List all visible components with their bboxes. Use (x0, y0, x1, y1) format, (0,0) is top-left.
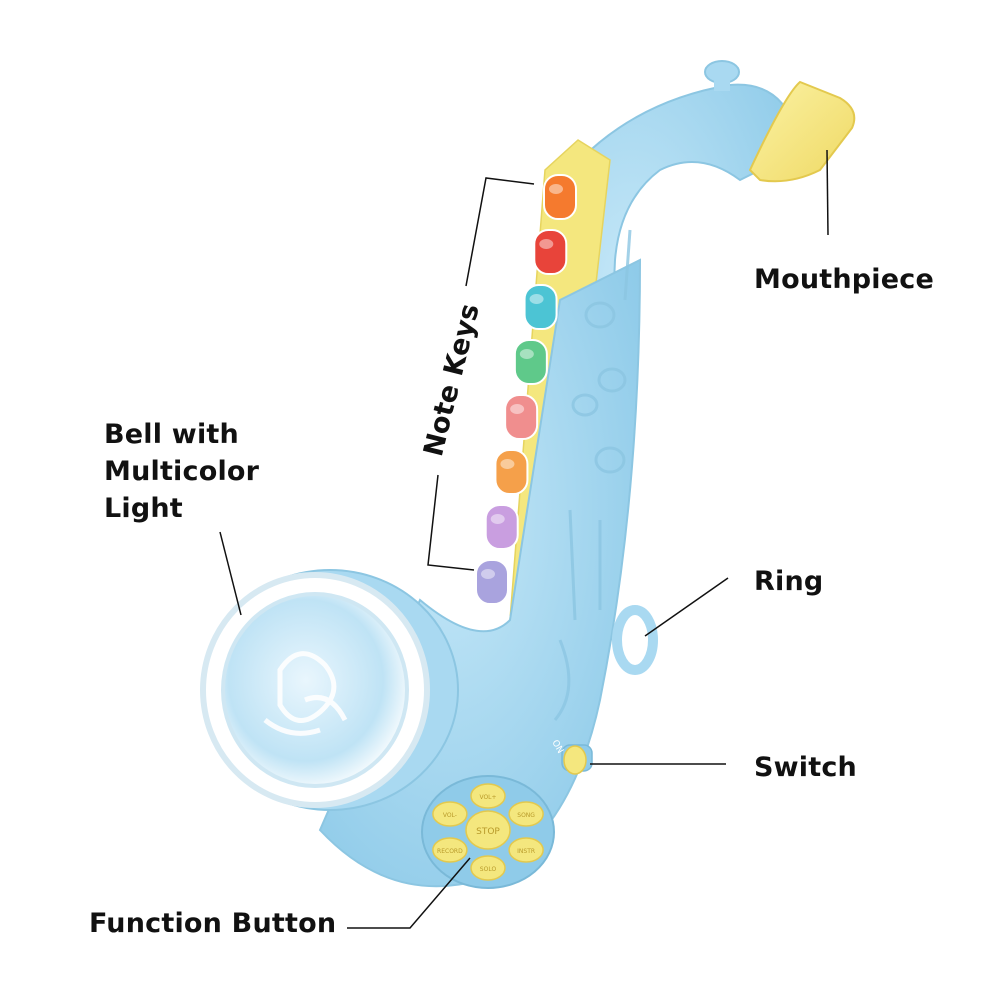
note-key-highlight (500, 459, 515, 469)
label-mouthpiece: Mouthpiece (754, 264, 934, 295)
note-key-highlight (539, 239, 554, 249)
label-function-button: Function Button (89, 908, 337, 939)
stop-button-label: STOP (476, 827, 500, 837)
note-key-3[interactable] (523, 284, 558, 330)
note-key-highlight (490, 514, 505, 524)
vol-minus-button[interactable] (432, 801, 468, 827)
vol-minus-button-label: VOL- (443, 812, 457, 819)
note-key-highlight (481, 569, 495, 579)
power-switch[interactable] (563, 745, 587, 775)
song-button-label: SONG (517, 812, 535, 819)
note-key-1[interactable] (543, 174, 577, 220)
leader-bell (219, 531, 242, 616)
instrument-button[interactable] (508, 837, 544, 863)
note-key-highlight (510, 404, 525, 414)
leader-note-keys-top (465, 177, 535, 287)
vol-plus-button[interactable] (470, 783, 506, 809)
bell-pattern (263, 651, 348, 736)
note-key-highlight (529, 294, 544, 304)
note-key-highlight (519, 349, 534, 359)
note-key-4[interactable] (513, 339, 548, 385)
embossed-music-notes (553, 229, 632, 721)
note-key-2[interactable] (533, 229, 568, 275)
bell-light-panel (221, 592, 409, 788)
vol-plus-button-label: VOL+ (479, 794, 496, 801)
note-key-highlight (549, 184, 563, 194)
note-key-6[interactable] (494, 449, 529, 495)
note-keys-group (475, 174, 577, 605)
leader-lines (219, 149, 829, 929)
solo-button-label: SOLO (480, 866, 497, 873)
record-button-label: RECORD (437, 848, 463, 855)
leader-mouthpiece (826, 149, 829, 236)
label-bell-line-2: Multicolor (104, 456, 260, 487)
stop-button[interactable] (465, 810, 511, 850)
label-switch: Switch (754, 752, 857, 783)
label-bell: Bell with Multicolor Light (104, 416, 259, 527)
solo-button[interactable] (470, 855, 506, 881)
ring-loop (612, 605, 658, 675)
function-buttons-group: VOL+ SONG INSTR SOLO RECORD VOL- (432, 783, 544, 881)
note-key-7[interactable] (484, 504, 519, 550)
label-ring: Ring (754, 566, 824, 597)
leader-function-button (347, 857, 471, 929)
mouthpiece-shape (748, 80, 856, 183)
song-button[interactable] (508, 801, 544, 827)
leader-note-keys-bottom (427, 474, 475, 571)
instrument-button-label: INSTR (517, 848, 535, 855)
note-key-8[interactable] (475, 559, 509, 605)
record-button[interactable] (432, 837, 468, 863)
note-key-5[interactable] (504, 394, 539, 440)
label-bell-line-3: Light (104, 493, 183, 524)
label-bell-line-1: Bell with (104, 419, 239, 450)
leader-ring (644, 577, 729, 637)
